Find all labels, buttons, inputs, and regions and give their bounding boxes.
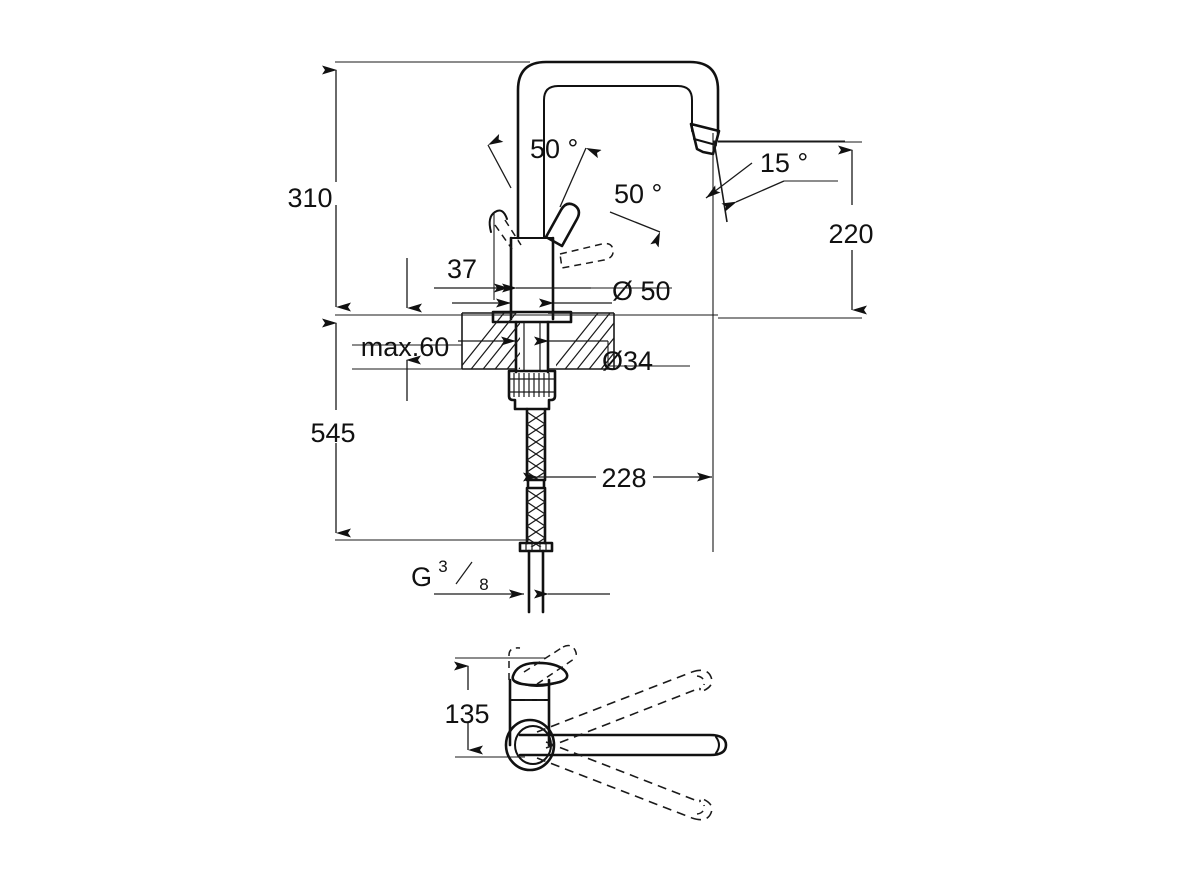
dimension-d50: Ø 50 xyxy=(502,276,672,306)
dimension-135-label: 135 xyxy=(444,699,489,729)
dimension-545-label: 545 xyxy=(310,418,355,448)
dimension-310: 310 xyxy=(287,61,530,312)
angle-50-back-label: 50 ° xyxy=(530,134,578,164)
dimension-545: 545 xyxy=(310,318,530,541)
angle-50-back: 50 ° xyxy=(487,133,578,189)
spout-outer-tube xyxy=(516,60,720,240)
dimension-max60: max.60 xyxy=(352,258,462,401)
dimension-220: 220 xyxy=(718,141,874,319)
dimension-max60-label: max.60 xyxy=(361,332,450,362)
dimension-37-label: 37 xyxy=(447,254,477,284)
flex-hose-upper xyxy=(525,407,547,482)
dimension-228: 228 xyxy=(523,133,714,552)
angle-15: 15 ° xyxy=(705,140,845,223)
plan-spout-solid xyxy=(518,733,728,757)
flex-hose-lower xyxy=(525,486,547,547)
plan-spout-dashed-up xyxy=(536,669,713,749)
base-flange xyxy=(491,310,573,324)
dimension-220-label: 220 xyxy=(828,219,873,249)
mounting-shank xyxy=(514,320,550,374)
dimension-d50-label: Ø 50 xyxy=(612,276,671,306)
dimension-g38-numerator: 3 xyxy=(438,557,447,576)
hose-coupling-mid xyxy=(526,478,546,490)
plan-swivel-base xyxy=(504,718,556,772)
control-lever-dashed-rear xyxy=(488,209,522,250)
plan-spout-dashed-down xyxy=(536,741,713,821)
dimension-d34-label: Ø34 xyxy=(602,346,653,376)
dimension-228-label: 228 xyxy=(601,463,646,493)
dimension-310-label: 310 xyxy=(287,183,332,213)
dimension-g38-denominator: 8 xyxy=(479,575,488,594)
control-lever xyxy=(544,202,581,248)
g38-connector xyxy=(518,541,554,614)
control-lever-dashed-horizontal xyxy=(559,242,614,269)
dimension-37: 37 xyxy=(434,212,509,300)
mounting-nut xyxy=(507,369,557,411)
dimension-g38-letter: G xyxy=(411,562,432,592)
plan-lever-dashed xyxy=(508,644,578,701)
faucet-body-column xyxy=(509,236,555,321)
spout-inner-tube xyxy=(543,85,693,239)
plan-lever-head xyxy=(511,661,569,687)
angle-50-forward: 50 ° xyxy=(559,147,662,248)
aerator-outlet xyxy=(689,122,721,156)
angle-15-label: 15 ° xyxy=(760,148,808,178)
dimension-135: 135 xyxy=(444,657,545,758)
dimension-d34: Ø34 xyxy=(458,336,690,376)
dimension-g38: G 3 8 xyxy=(411,557,610,599)
angle-50-forward-label: 50 ° xyxy=(614,179,662,209)
